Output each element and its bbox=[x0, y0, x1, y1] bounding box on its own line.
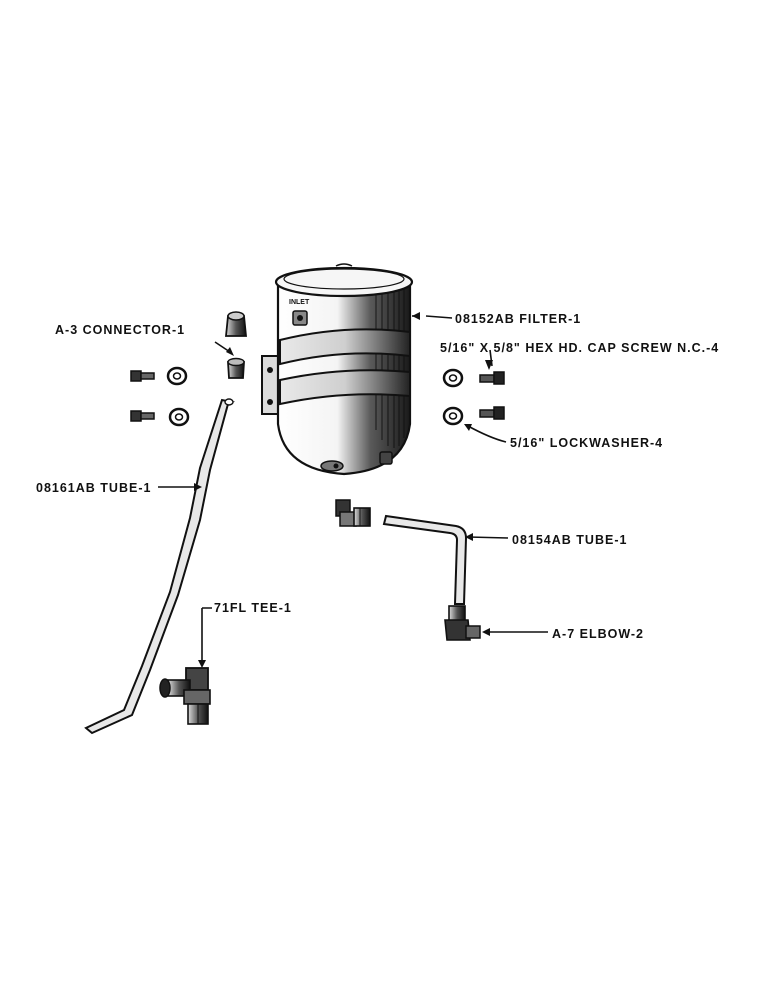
lockwasher-right-upper bbox=[442, 368, 464, 388]
tube-left bbox=[84, 398, 236, 735]
label-tube-left: 08161AB TUBE-1 bbox=[36, 481, 151, 495]
lockwasher-left-lower bbox=[168, 407, 190, 427]
label-filter: 08152AB FILTER-1 bbox=[455, 312, 581, 326]
inlet-marking: INLET bbox=[289, 299, 310, 306]
cap-screw-right-upper bbox=[479, 371, 505, 385]
leader-lines bbox=[158, 315, 548, 662]
label-elbow: A-7 ELBOW-2 bbox=[552, 627, 644, 641]
cap-screw-left-upper bbox=[130, 370, 155, 382]
filter-canister bbox=[261, 263, 414, 476]
lockwasher-right-lower bbox=[442, 406, 464, 426]
tube-right bbox=[382, 514, 468, 605]
label-connector: A-3 CONNECTOR-1 bbox=[55, 323, 185, 337]
label-lockwasher: 5/16" LOCKWASHER-4 bbox=[510, 436, 663, 450]
elbow-lower bbox=[444, 605, 481, 641]
label-tee: 71FL TEE-1 bbox=[214, 601, 292, 615]
lockwasher-left-upper bbox=[166, 366, 188, 386]
tee-fitting bbox=[159, 667, 211, 725]
label-cap-screw: 5/16" X 5/8" HEX HD. CAP SCREW N.C.-4 bbox=[440, 341, 719, 355]
connector-lower bbox=[227, 357, 245, 379]
elbow-upper bbox=[335, 499, 371, 527]
label-tube-right: 08154AB TUBE-1 bbox=[512, 533, 627, 547]
connector-upper bbox=[225, 311, 247, 337]
cap-screw-left-lower bbox=[130, 410, 155, 422]
cap-screw-right-lower bbox=[479, 406, 505, 420]
leader-arrowheads bbox=[194, 312, 493, 668]
